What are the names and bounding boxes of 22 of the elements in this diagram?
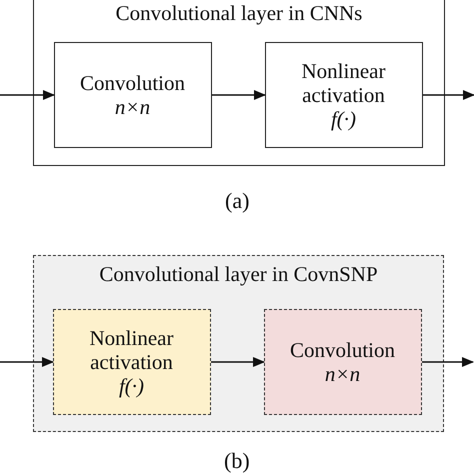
arrow <box>0 357 54 367</box>
arrow <box>0 90 55 100</box>
arrow <box>423 90 474 100</box>
process-box <box>264 42 422 148</box>
formula-text: f(·) <box>118 374 146 398</box>
formula-text: n×n <box>324 362 362 386</box>
process-box <box>54 42 212 148</box>
subfigure-label: (b) <box>224 448 250 474</box>
arrow <box>211 357 265 367</box>
box-label: Convolution <box>288 338 396 362</box>
formula-text: f(·) <box>330 106 358 130</box>
subfigure-label: (a) <box>225 188 250 214</box>
panel-title: Convolutional layer in CNNs <box>114 1 364 25</box>
panel-title: Convolutional layer in CovnSNP <box>98 262 379 286</box>
arrow <box>422 357 474 367</box>
box-label: Convolution <box>78 70 186 94</box>
process-box <box>264 308 422 414</box>
layer-panel <box>33 0 445 166</box>
formula-text: n×n <box>114 94 152 118</box>
arrow <box>212 90 266 100</box>
layer-panel <box>33 255 444 432</box>
process-box <box>52 308 210 414</box>
